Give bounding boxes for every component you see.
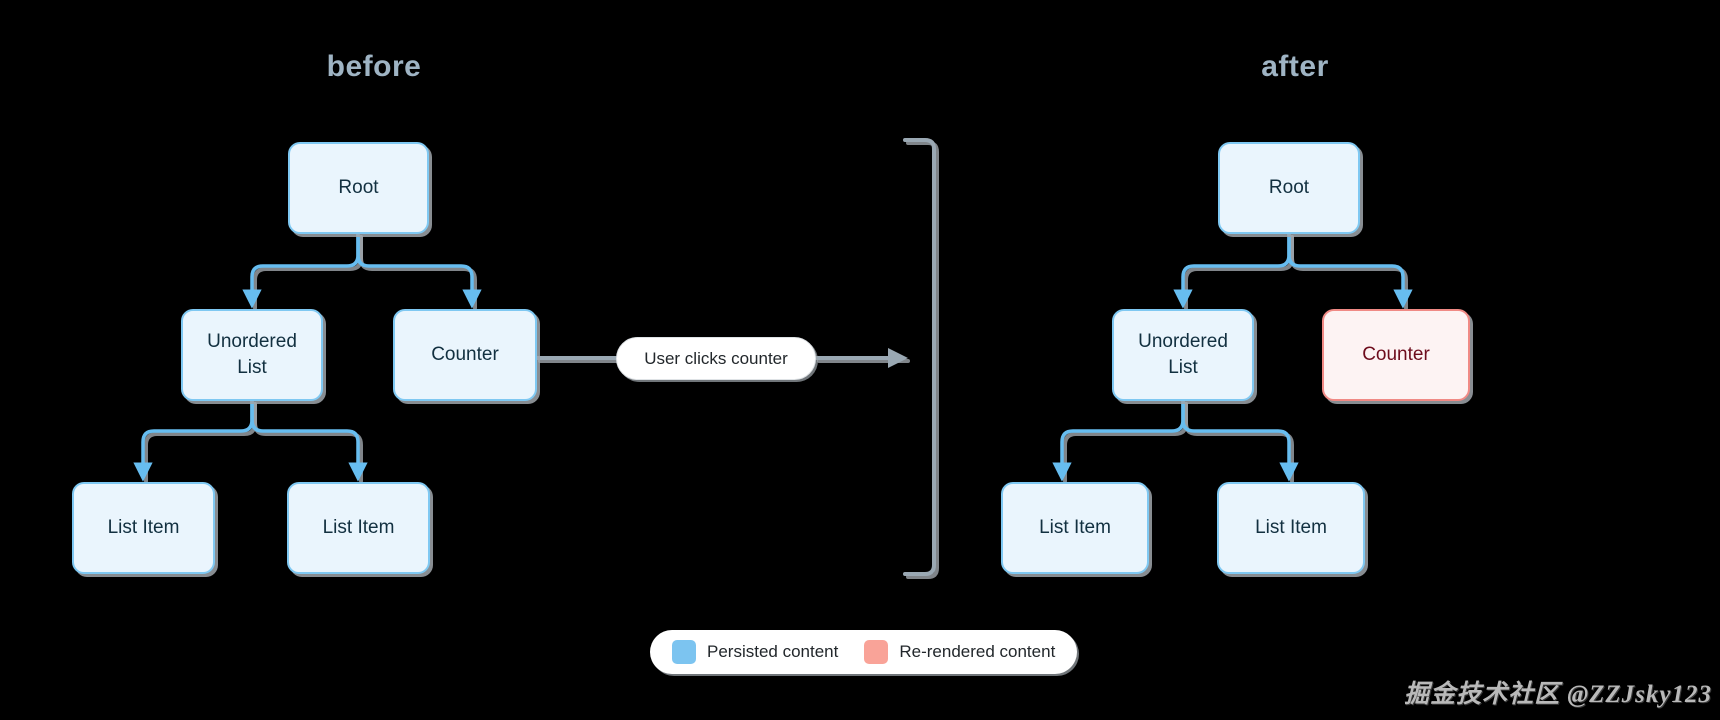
- legend-swatch-persisted-icon: [672, 640, 696, 664]
- legend-label-rerendered: Re-rendered content: [899, 642, 1056, 661]
- before-node-li-right-label: List Item: [322, 517, 395, 539]
- before-node-root[interactable]: Root: [288, 142, 429, 234]
- before-node-counter-label: Counter: [431, 344, 499, 366]
- after-node-root[interactable]: Root: [1218, 142, 1360, 234]
- before-node-counter[interactable]: Counter: [393, 309, 537, 401]
- section-title-after: after: [1261, 50, 1329, 83]
- after-node-counter[interactable]: Counter: [1322, 309, 1470, 401]
- after-node-counter-label: Counter: [1362, 344, 1430, 366]
- after-node-list-item-right[interactable]: List Item: [1217, 482, 1365, 574]
- wire-ul-to-li-left-after: [1052, 399, 1185, 482]
- legend-label-persisted: Persisted content: [707, 642, 839, 661]
- wire-ul-to-li-left: [133, 399, 254, 482]
- legend-item-persisted: Persisted content: [672, 640, 838, 664]
- after-node-li-left-label: List Item: [1039, 517, 1111, 539]
- before-node-root-label: Root: [338, 177, 379, 199]
- after-node-li-right-label: List Item: [1255, 517, 1327, 539]
- after-node-list-item-left[interactable]: List Item: [1001, 482, 1149, 574]
- watermark-text: 掘金技术社区 @ZZJsky123: [1404, 681, 1712, 708]
- legend-item-rerendered: Re-rendered content: [864, 640, 1055, 664]
- wire-root-to-ul: [242, 232, 360, 309]
- legend: Persisted content Re-rendered content: [650, 630, 1078, 674]
- wire-ul-to-li-right-after: [1181, 399, 1299, 482]
- after-node-unordered-list[interactable]: Unordered List: [1112, 309, 1254, 401]
- section-title-before: before: [326, 50, 422, 83]
- wire-root-to-counter: [356, 232, 482, 309]
- before-node-list-item-left[interactable]: List Item: [72, 482, 215, 574]
- before-node-list-item-right[interactable]: List Item: [287, 482, 430, 574]
- before-node-ul-label-line1: Unordered: [207, 331, 297, 353]
- event-label-pill[interactable]: User clicks counter: [616, 337, 816, 380]
- before-node-li-left-label: List Item: [107, 517, 180, 539]
- event-label-text: User clicks counter: [644, 348, 788, 368]
- before-node-unordered-list[interactable]: Unordered List: [181, 309, 323, 401]
- wire-ul-to-li-right: [250, 399, 368, 482]
- timeline-brace: [903, 138, 936, 576]
- legend-swatch-rerendered-icon: [864, 640, 889, 664]
- wire-root-to-ul-after: [1173, 232, 1291, 309]
- wire-root-to-counter-after: [1287, 232, 1413, 309]
- before-node-ul-label-line2: List: [237, 357, 267, 378]
- after-node-root-label: Root: [1268, 177, 1310, 199]
- after-node-ul-label-line1: Unordered: [1138, 331, 1228, 353]
- after-node-ul-label-line2: List: [1168, 357, 1198, 378]
